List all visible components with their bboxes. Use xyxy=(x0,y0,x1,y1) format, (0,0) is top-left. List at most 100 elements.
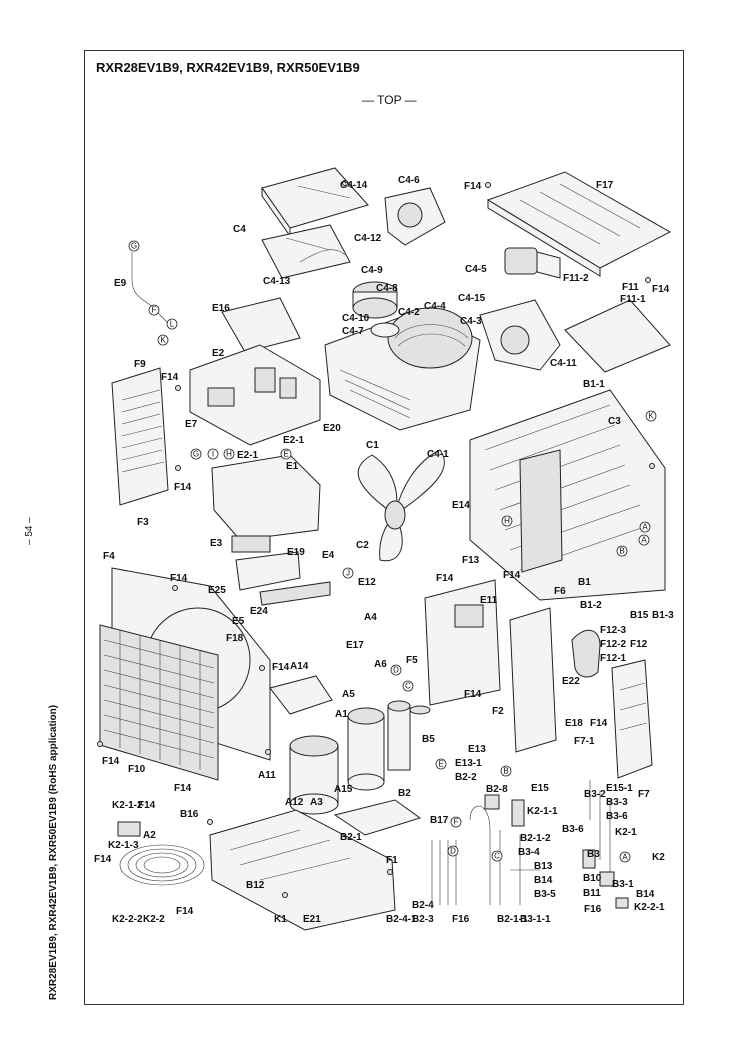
callout-label: C4-10 xyxy=(342,313,370,324)
model-title: RXR28EV1B9, RXR42EV1B9, RXR50EV1B9 xyxy=(96,60,360,75)
connector-marker: A xyxy=(639,521,651,533)
callout-label: F7 xyxy=(638,789,650,800)
callout-label: E18 xyxy=(565,718,583,729)
callout-label: E14 xyxy=(452,500,470,511)
callout-label: B2-8 xyxy=(486,784,508,795)
connector-marker: K xyxy=(157,334,169,346)
drain-heater-part xyxy=(117,821,205,886)
callout-label: B2-4 xyxy=(412,900,434,911)
connector-marker: A xyxy=(619,851,631,863)
thermistor-wire-part xyxy=(131,252,171,326)
callout-label: C2 xyxy=(356,540,369,551)
blower-wheel-part xyxy=(352,281,400,338)
connector-marker: B xyxy=(616,545,628,557)
callout-label: F18 xyxy=(226,633,244,644)
callout-label: A14 xyxy=(290,661,309,672)
callout-label: E1 xyxy=(286,461,299,472)
electric-frame-part xyxy=(211,454,331,606)
callout-label: B3-4 xyxy=(518,847,540,858)
callout-label: E17 xyxy=(346,640,364,651)
callout-label: B3-1-1 xyxy=(520,914,551,925)
connector-marker: C xyxy=(402,680,414,692)
callout-label: F16 xyxy=(584,904,602,915)
motor-housing-part xyxy=(479,299,561,371)
callout-label: F14 xyxy=(138,800,156,811)
svg-text:D: D xyxy=(393,666,399,675)
compressor-pad-part xyxy=(333,799,422,836)
callout-label: E5 xyxy=(232,616,245,627)
callout-label: E2-1 xyxy=(237,450,259,461)
callout-label: K2 xyxy=(652,852,665,863)
callout-label: A1 xyxy=(335,709,348,720)
bottom-frame-part xyxy=(209,809,396,931)
svg-text:A: A xyxy=(622,853,628,862)
svg-text:G: G xyxy=(131,242,137,251)
callout-label: B1 xyxy=(578,577,591,588)
callout-label: F12-3 xyxy=(600,625,627,636)
fan-cover-part xyxy=(261,167,369,279)
callout-label: C4-14 xyxy=(340,180,368,191)
callout-label: F7-1 xyxy=(574,736,595,747)
svg-text:F: F xyxy=(152,306,157,315)
connector-marker: J xyxy=(342,567,354,579)
callout-label: F14 xyxy=(503,570,521,581)
connector-marker: F xyxy=(148,304,160,316)
callout-label: B2 xyxy=(398,788,411,799)
compressor-part xyxy=(347,700,431,791)
callout-label: B5 xyxy=(422,734,435,745)
callout-label: B3 xyxy=(587,849,600,860)
callout-label: F14 xyxy=(176,906,194,917)
connector-marker: C xyxy=(491,850,503,862)
connector-marker: E xyxy=(280,448,292,460)
compressor-cover-part xyxy=(269,675,333,715)
callout-label: E21 xyxy=(303,914,321,925)
callout-label: F14 xyxy=(174,482,192,493)
svg-text:A: A xyxy=(641,536,647,545)
callout-label: C4-13 xyxy=(263,276,291,287)
propeller-fan-part xyxy=(357,449,445,562)
callout-label: A12 xyxy=(285,797,304,808)
callout-label: C4-8 xyxy=(376,283,398,294)
callout-label: E2-1 xyxy=(283,435,305,446)
callout-label: B15 xyxy=(630,610,649,621)
callout-label: E4 xyxy=(322,550,335,561)
connector-marker: G xyxy=(190,448,202,460)
partition-plate-part xyxy=(424,579,501,706)
callout-label: A4 xyxy=(364,612,377,623)
callout-label: F14 xyxy=(464,689,482,700)
callout-label: E22 xyxy=(562,676,580,687)
callout-label: E25 xyxy=(208,585,226,596)
callout-label: B16 xyxy=(180,809,199,820)
callout-label: B2-4-1 xyxy=(386,914,417,925)
callout-label: F14 xyxy=(174,783,192,794)
svg-text:E: E xyxy=(438,760,443,769)
callout-label: A2 xyxy=(143,830,156,841)
callout-label: F14 xyxy=(170,573,188,584)
callout-label: C4-3 xyxy=(460,316,482,327)
callout-label: B3-6 xyxy=(562,824,584,835)
callout-label: F4 xyxy=(103,551,115,562)
svg-text:E: E xyxy=(283,450,288,459)
callout-label: E3 xyxy=(210,538,223,549)
callout-label: F14 xyxy=(590,718,608,729)
screw-fasteners xyxy=(97,180,655,898)
callout-label: E15-1 xyxy=(606,783,633,794)
callout-label: A6 xyxy=(374,659,387,670)
fan-base-part xyxy=(324,307,481,431)
callout-label: F11-2 xyxy=(563,273,589,284)
connector-marker: G xyxy=(128,240,140,252)
svg-text:J: J xyxy=(346,569,350,578)
callout-label: B12 xyxy=(246,880,265,891)
callout-label: F17 xyxy=(596,180,614,191)
svg-text:K: K xyxy=(648,412,654,421)
svg-text:H: H xyxy=(504,517,510,526)
callout-label: F10 xyxy=(128,764,146,775)
callout-label: K1 xyxy=(274,914,287,925)
callout-label: C3 xyxy=(608,416,621,427)
callout-label: C4-15 xyxy=(458,293,486,304)
sound-insulation-part xyxy=(289,735,339,815)
callout-label: E12 xyxy=(358,577,376,588)
callout-label: B14 xyxy=(534,875,553,886)
stop-valve-part xyxy=(582,780,629,909)
